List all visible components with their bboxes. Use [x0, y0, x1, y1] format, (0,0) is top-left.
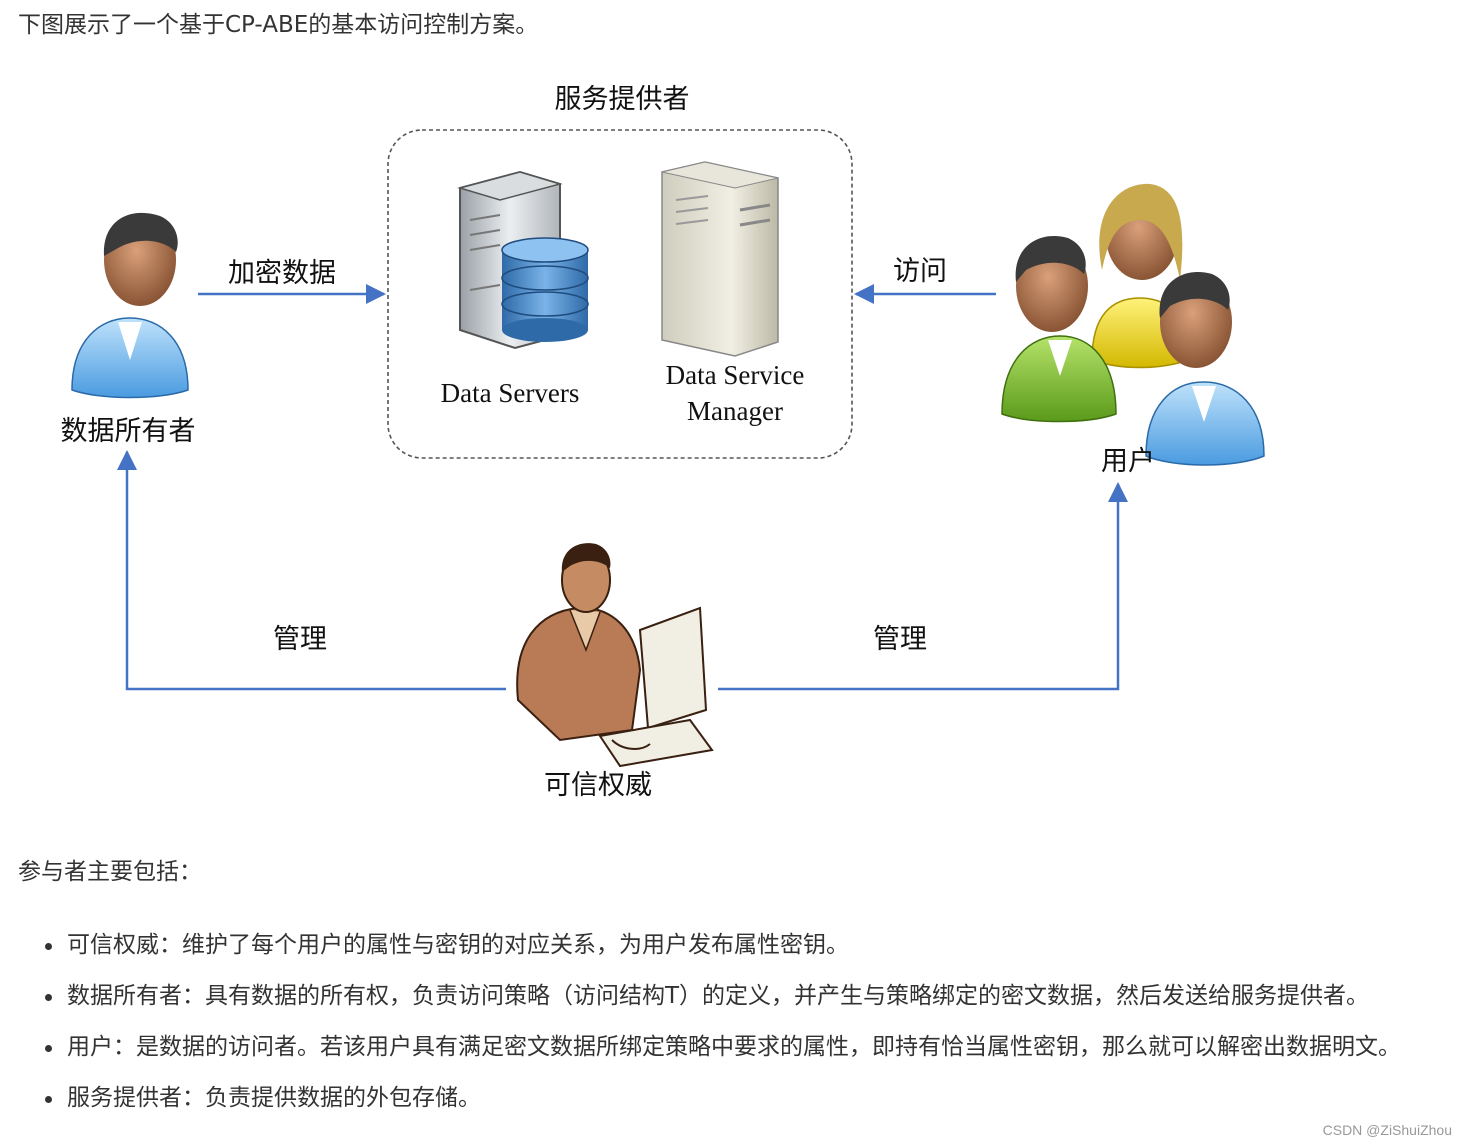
data-service-manager-label-line2: Manager — [687, 396, 783, 426]
data-servers-icon — [457, 170, 589, 350]
trusted-authority-icon — [516, 543, 714, 768]
data-service-manager-icon — [661, 161, 779, 357]
participants-title: 参与者主要包括： — [18, 859, 202, 885]
edge-access-label: 访问 — [893, 256, 947, 287]
list-item: 可信权威：维护了每个用户的属性与密钥的对应关系，为用户发布属性密钥。 — [42, 928, 1462, 979]
service-provider-label: 服务提供者 — [555, 84, 690, 115]
cp-abe-diagram: 服务提供者 Data Servers Data Service Manager … — [61, 84, 1265, 801]
edge-manage-owner-label: 管理 — [273, 624, 327, 655]
watermark: CSDN @ZiShuiZhou — [1322, 1122, 1452, 1138]
intro-text: 下图展示了一个基于CP-ABE的基本访问控制方案。 — [18, 12, 539, 38]
data-owner-label: 数据所有者 — [61, 416, 196, 447]
data-servers-label: Data Servers — [441, 378, 580, 408]
list-item: 数据所有者：具有数据的所有权，负责访问策略（访问结构T）的定义，并产生与策略绑定… — [42, 979, 1462, 1030]
users-group-icon — [1001, 183, 1265, 466]
edge-encrypt-label: 加密数据 — [228, 258, 336, 289]
trusted-authority-label: 可信权威 — [544, 770, 652, 801]
list-item: 服务提供者：负责提供数据的外包存储。 — [42, 1081, 1462, 1132]
list-item: 用户：是数据的访问者。若该用户具有满足密文数据所绑定策略中要求的属性，即持有恰当… — [42, 1030, 1462, 1081]
edge-manage-users-label: 管理 — [873, 624, 927, 655]
data-owner-person-icon — [71, 212, 189, 399]
edge-manage-owner — [117, 450, 506, 691]
participants-list: 可信权威：维护了每个用户的属性与密钥的对应关系，为用户发布属性密钥。 数据所有者… — [42, 928, 1462, 1132]
users-label: 用户 — [1101, 446, 1155, 477]
edge-manage-users — [718, 482, 1128, 691]
data-service-manager-label-line1: Data Service — [666, 360, 805, 390]
service-provider-box — [387, 129, 853, 459]
